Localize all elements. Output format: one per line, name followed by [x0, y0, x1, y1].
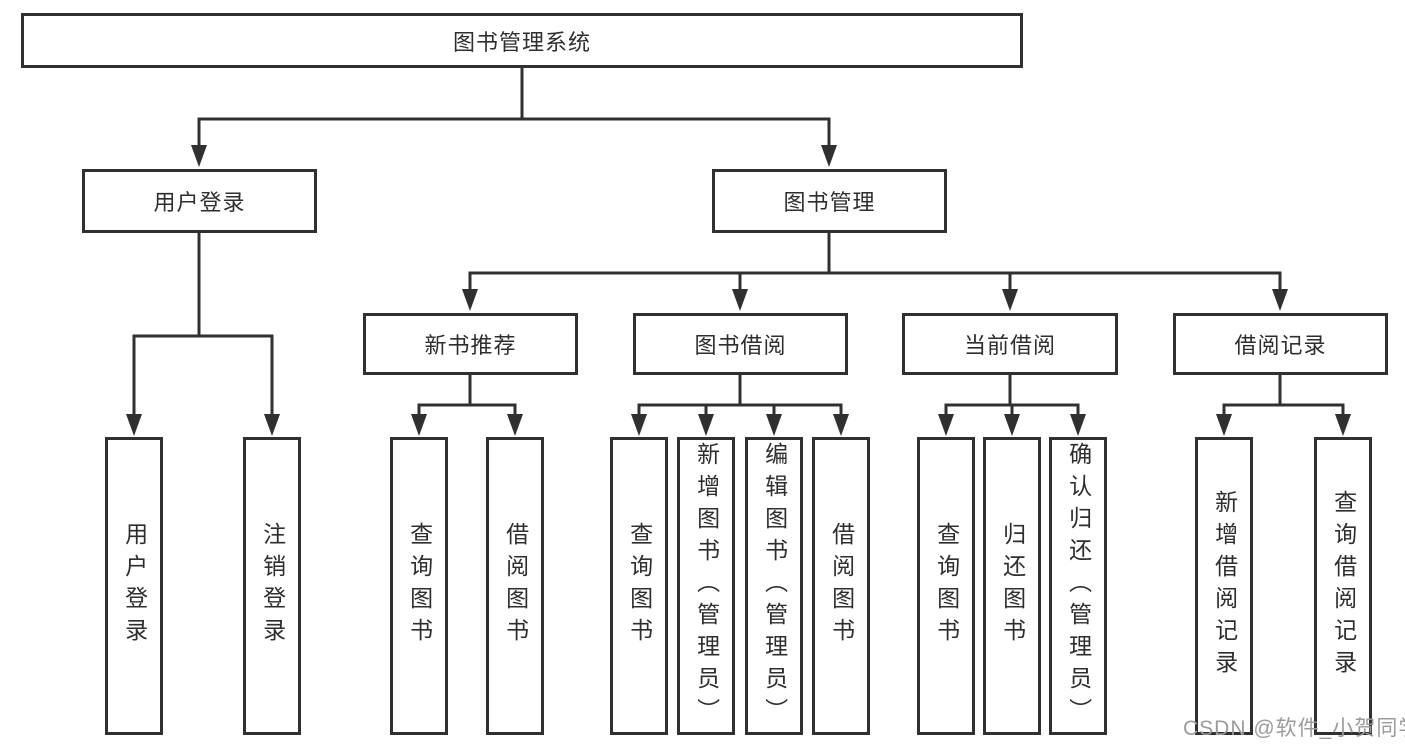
node-user-login-label: 用户登录 [153, 190, 246, 215]
node-current-borrowing-label: 当前借阅 [963, 333, 1056, 358]
watermark: CSDN @软件_小贺同学 [1183, 717, 1405, 740]
leaf-current-query-books: 查询图书 [917, 437, 975, 735]
leaf-logout-label: 注销登录 [259, 522, 286, 650]
node-new-book-recommend-label: 新书推荐 [424, 333, 517, 358]
leaf-borrowing-borrow-books-label: 借阅图书 [828, 522, 855, 650]
node-book-management: 图书管理 [712, 169, 947, 233]
leaf-recommend-query-books-label: 查询图书 [406, 522, 433, 650]
node-current-borrowing: 当前借阅 [902, 313, 1118, 375]
leaf-user-login-label: 用户登录 [121, 522, 148, 650]
node-book-management-label: 图书管理 [783, 190, 876, 215]
leaf-confirm-return-admin-label: 确认归还（管理员） [1065, 442, 1092, 730]
leaf-add-books-admin-label: 新增图书（管理员） [693, 442, 720, 730]
leaf-query-borrow-record-label: 查询借阅记录 [1330, 490, 1357, 682]
leaf-recommend-borrow-books-label: 借阅图书 [502, 522, 529, 650]
leaf-recommend-query-books: 查询图书 [390, 437, 448, 735]
leaf-logout: 注销登录 [243, 437, 301, 735]
connector-new-book-recommend-children [411, 375, 523, 436]
connector-borrow-records-children [1216, 375, 1351, 436]
node-borrow-records-label: 借阅记录 [1234, 333, 1327, 358]
leaf-query-borrow-record: 查询借阅记录 [1314, 437, 1372, 735]
leaf-borrowing-query-books: 查询图书 [610, 437, 668, 735]
leaf-recommend-borrow-books: 借阅图书 [486, 437, 544, 735]
leaf-confirm-return-admin: 确认归还（管理员） [1049, 437, 1107, 735]
connector-root-to-level2 [191, 68, 837, 167]
leaf-add-borrow-record-label: 新增借阅记录 [1211, 490, 1238, 682]
leaf-add-borrow-record: 新增借阅记录 [1195, 437, 1253, 735]
connector-book-management-to-level3 [462, 233, 1288, 311]
connector-current-borrowing-children [938, 375, 1086, 436]
leaf-user-login: 用户登录 [105, 437, 163, 735]
leaf-borrowing-query-books-label: 查询图书 [626, 522, 653, 650]
leaf-current-query-books-label: 查询图书 [933, 522, 960, 650]
node-new-book-recommend: 新书推荐 [363, 313, 578, 375]
node-root-system: 图书管理系统 [21, 13, 1023, 68]
leaf-edit-books-admin-label: 编辑图书（管理员） [761, 442, 788, 730]
node-book-borrowing: 图书借阅 [633, 313, 848, 375]
node-root-system-label: 图书管理系统 [452, 29, 591, 55]
leaf-add-books-admin: 新增图书（管理员） [677, 437, 735, 735]
connector-book-borrowing-children [631, 375, 849, 436]
node-borrow-records: 借阅记录 [1173, 313, 1388, 375]
leaf-borrowing-borrow-books: 借阅图书 [812, 437, 870, 735]
node-book-borrowing-label: 图书借阅 [694, 333, 787, 358]
leaf-edit-books-admin: 编辑图书（管理员） [745, 437, 803, 735]
node-user-login: 用户登录 [82, 169, 317, 233]
leaf-return-books-label: 归还图书 [999, 522, 1026, 650]
connector-user-login-children [126, 233, 280, 436]
leaf-return-books: 归还图书 [983, 437, 1041, 735]
